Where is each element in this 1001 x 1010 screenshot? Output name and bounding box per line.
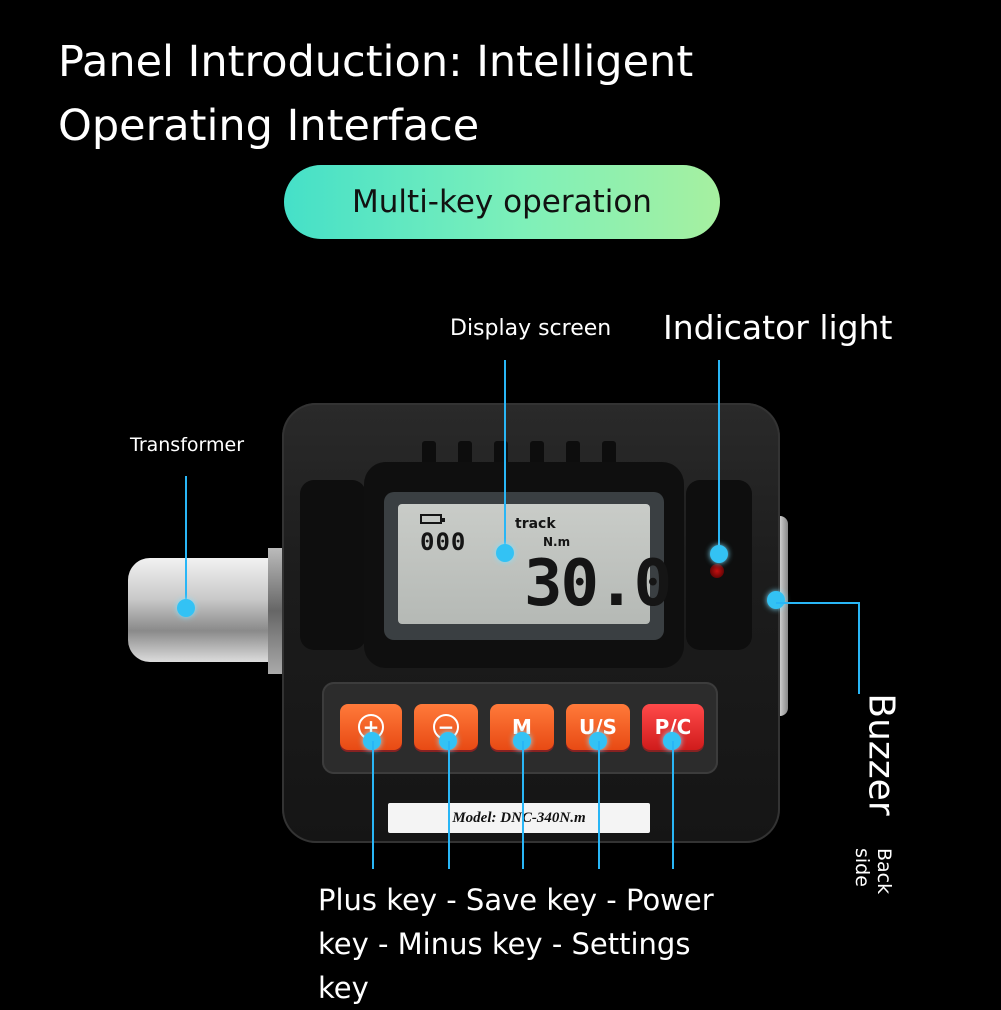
battery-icon: [420, 514, 445, 524]
buzzer-callout-hline: [776, 602, 860, 604]
transformer-callout-line: [185, 476, 187, 606]
lcd-display: 000 track N.m 30.0: [398, 504, 672, 624]
us-key[interactable]: U/S: [566, 704, 630, 750]
display-callout-line: [504, 360, 506, 550]
lcd-torque-value: 30.0: [524, 547, 672, 621]
multi-key-badge-label: Multi-key operation: [352, 184, 652, 220]
vent-slot: [566, 441, 580, 467]
keys-caption: Plus key - Save key - Power key - Minus …: [318, 883, 714, 1005]
left-grip-pad: [300, 480, 366, 650]
display-screen-label: Display screen: [450, 316, 612, 341]
model-plate: Model: DNC-340N.m: [388, 803, 650, 833]
vent-slot: [530, 441, 544, 467]
buzzer-callout-dot: [767, 591, 785, 609]
vent-slot: [422, 441, 436, 467]
vent-slot: [602, 441, 616, 467]
indicator-callout-dot: [710, 545, 728, 563]
back-side-label: Back side: [851, 848, 895, 895]
plus-key-callout-line: [372, 741, 374, 869]
us-key-callout-line: [598, 741, 600, 869]
indicator-callout-line: [718, 360, 720, 552]
transformer-label: Transformer: [130, 434, 245, 456]
vent-slot: [458, 441, 472, 467]
m-key-callout-line: [522, 741, 524, 869]
pc-key[interactable]: P/C: [642, 704, 704, 750]
display-callout-dot: [496, 544, 514, 562]
minus-key-callout-line: [448, 741, 450, 869]
lcd-mode: track: [515, 516, 556, 532]
pc-key-callout-line: [672, 741, 674, 869]
indicator-light: [710, 564, 724, 578]
lcd-unit: N.m: [543, 535, 571, 549]
buzzer-label: Buzzer: [860, 693, 902, 816]
multi-key-badge: Multi-key operation: [284, 165, 720, 239]
transformer-callout-dot: [177, 599, 195, 617]
page-title: Panel Introduction: Intelligent Operatin…: [58, 37, 694, 151]
buzzer-callout-vline: [858, 602, 860, 694]
lcd-small-digits: 000: [420, 528, 467, 556]
indicator-light-label: Indicator light: [663, 308, 893, 347]
